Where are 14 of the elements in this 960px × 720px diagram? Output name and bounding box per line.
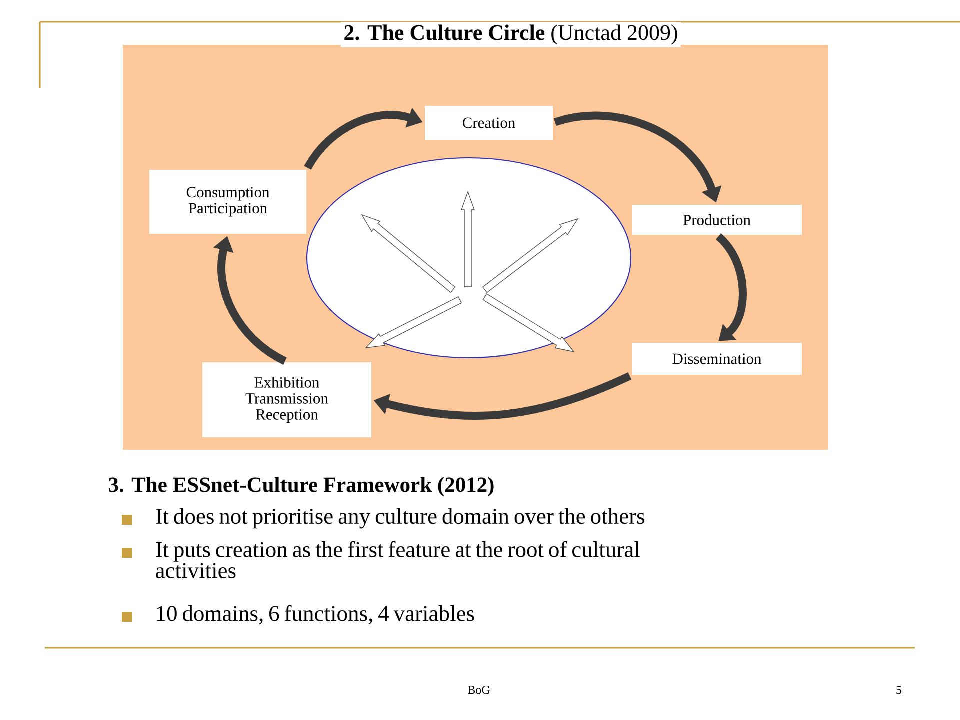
section-heading: 3. The ESSnet-Culture Framework (2012): [109, 477, 494, 497]
bullet-text: It does not prioritise any culture domain over the others: [156, 508, 645, 529]
ellipse: [306, 157, 632, 359]
label-box: Consumption Participation: [150, 170, 306, 234]
bullet-text: It puts creation as the first feature at the root of cultural activities: [156, 541, 640, 578]
label-box: Exhibition Transmission Reception: [202, 362, 372, 438]
label-box: Production: [632, 205, 802, 235]
title: 2. The Culture Circle (Unctad 2009): [341, 22, 681, 48]
label-box: Creation: [425, 106, 553, 140]
footer-text: BoG: [468, 686, 490, 694]
bullet-text: 10 domains, 6 functions, 4 variables: [157, 605, 474, 625]
label-box: Dissemination: [632, 343, 802, 375]
page-number: 5: [896, 686, 902, 694]
curved-arrow: [716, 234, 747, 342]
